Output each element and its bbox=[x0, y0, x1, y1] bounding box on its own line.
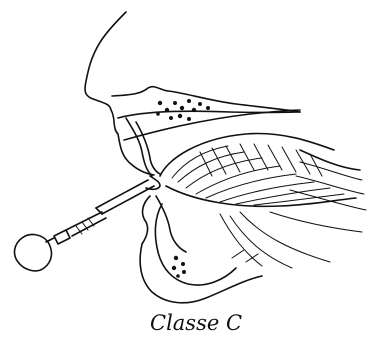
palate-line-lower bbox=[124, 110, 300, 140]
dental-instrument bbox=[15, 176, 160, 271]
lower-incisor bbox=[156, 196, 186, 252]
upper-alveolar bbox=[136, 122, 160, 174]
face-profile bbox=[85, 12, 154, 175]
mandible-dots bbox=[172, 256, 186, 278]
figure-caption: Classe C bbox=[150, 311, 280, 335]
pharyngeal-strands bbox=[220, 150, 366, 268]
sinus-dots bbox=[156, 99, 210, 121]
mandible-inner bbox=[155, 204, 236, 285]
instrument-handle bbox=[15, 235, 52, 271]
lower-lip bbox=[142, 196, 150, 244]
maxilla-outline bbox=[112, 87, 300, 112]
tongue-muscle-fibers bbox=[172, 144, 344, 205]
